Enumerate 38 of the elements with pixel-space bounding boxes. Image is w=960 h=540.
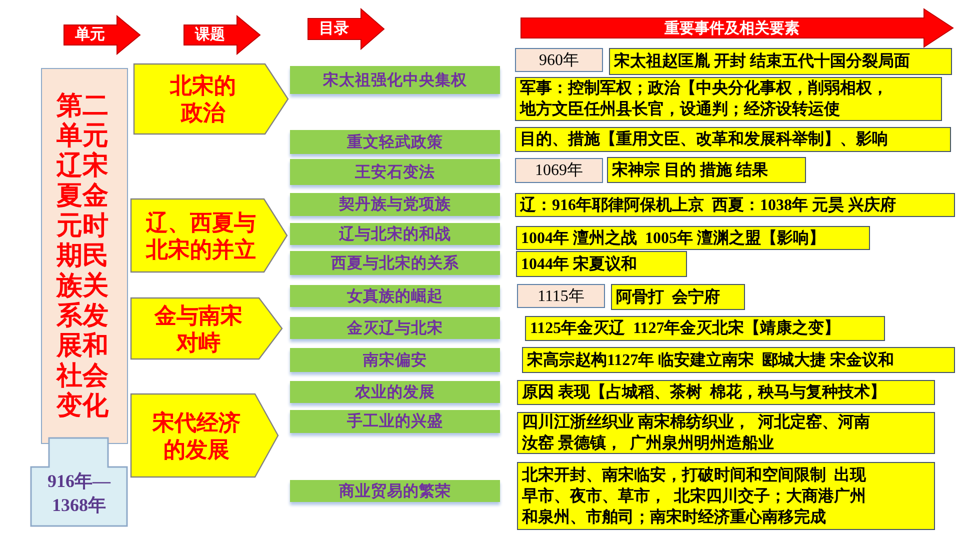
event-box: 军事：控制军权；政治【中央分化事权，削弱相权，地方文臣任州县长官，设通判；经济设转运使 xyxy=(515,77,942,121)
unit-title-box: 第二单元辽宋夏金元时期民族关系发展和社会变化 xyxy=(41,68,128,444)
year-box: 1069年 xyxy=(515,158,603,183)
catalog-bar: 商业贸易的繁荣 xyxy=(290,480,500,502)
event-box: 宋高宗赵构1127年 临安建立南宋 郾城大捷 宋金议和 xyxy=(522,347,955,373)
header-arrow: 目录 xyxy=(307,8,385,50)
catalog-bar: 手工业的兴盛 xyxy=(290,410,500,433)
catalog-bar: 西夏与北宋的关系 xyxy=(290,251,500,275)
event-box: 1004年 澶州之战 1005年 澶渊之盟【影响】 xyxy=(516,226,870,250)
catalog-bar: 契丹族与党项族 xyxy=(290,193,500,216)
topic-pentagon: 宋代经济的发展 xyxy=(130,393,279,478)
header-arrow: 单元 xyxy=(63,15,141,55)
year-box: 960年 xyxy=(515,48,603,72)
topic-pentagon: 北宋的政治 xyxy=(133,63,289,135)
catalog-bar: 王安石变法 xyxy=(290,159,500,185)
topic-pentagon: 金与南宋对峙 xyxy=(130,297,283,360)
header-arrow: 课题 xyxy=(183,15,261,55)
event-box: 四川江浙丝织业 南宋棉纺织业， 河北定窑、河南汝窑 景德镇， 广州泉州明州造船业 xyxy=(517,412,935,454)
catalog-bar: 重文轻武政策 xyxy=(290,130,500,154)
catalog-bar: 女真族的崛起 xyxy=(290,285,500,307)
topic-pentagon: 辽、西夏与北宋的并立 xyxy=(130,198,288,273)
event-box: 宋神宗 目的 措施 结果 xyxy=(607,157,806,183)
catalog-bar: 农业的发展 xyxy=(290,381,500,403)
catalog-bar: 金灭辽与北宋 xyxy=(290,317,500,339)
event-box: 北宋开封、南宋临安，打破时间和空间限制 出现早市、夜市、草市， 北宋四川交子；大商港广州和泉州、市舶司；南宋时经济重心南移完成 xyxy=(517,462,935,530)
year-box: 1115年 xyxy=(517,284,605,308)
catalog-bar: 辽与北宋的和战 xyxy=(290,223,500,245)
catalog-bar: 南宋偏安 xyxy=(290,348,500,372)
event-box: 辽：916年耶律阿保机上京 西夏：1038年 元昊 兴庆府 xyxy=(515,193,955,217)
event-box: 1125年金灭辽 1127年金灭北宋【靖康之变】 xyxy=(525,316,885,341)
event-box: 1044年 宋夏议和 xyxy=(516,251,687,277)
event-box: 阿骨打 会宁府 xyxy=(611,284,745,310)
header-arrow: 重要事件及相关要素 xyxy=(520,8,954,48)
catalog-bar: 宋太祖强化中央集权 xyxy=(290,66,500,94)
event-box: 宋太祖赵匡胤 开封 结束五代十国分裂局面 xyxy=(609,48,952,75)
event-box: 原因 表现【占城稻、茶树 棉花，秧马与复种技术】 xyxy=(517,380,935,405)
date-range-box: 916年—1368年 xyxy=(30,437,128,527)
event-box: 目的、措施【重用文臣、改革和发展科举制】、影响 xyxy=(515,127,951,152)
